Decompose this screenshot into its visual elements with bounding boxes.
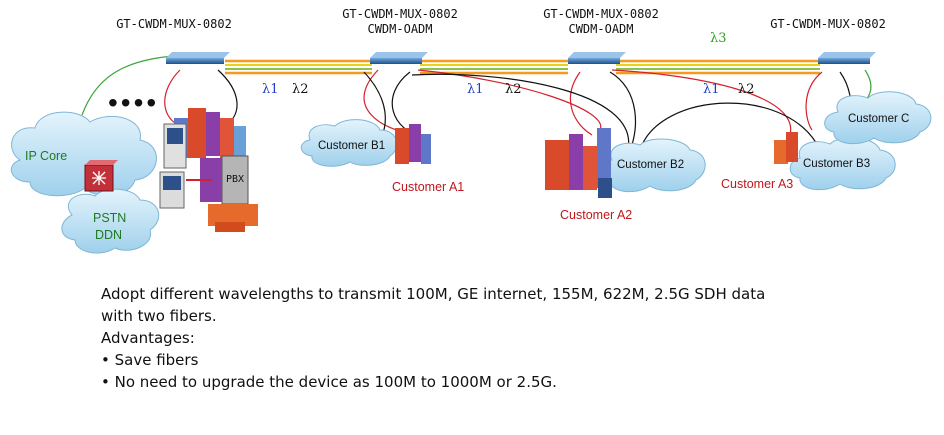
caption-line-1: Adopt different wavelengths to transmit … (101, 285, 766, 303)
oadm-1-label-line-2: CWDM-OADM (367, 22, 433, 36)
mux-right-label: GT-CWDM-MUX-0802 (764, 17, 892, 32)
cloud-label-ip-core: IP Core (25, 149, 68, 163)
wavelength-seg1-l1: λ1 (262, 82, 279, 97)
cloud-label-customer-b2: Customer B2 (617, 159, 685, 171)
cloud-label-customer-c: Customer C (848, 113, 910, 125)
wavelength-seg3-l2: λ2 (738, 82, 755, 97)
wavelength-seg2-l1: λ1 (467, 82, 484, 97)
customer-a1-equipment-icon (395, 124, 431, 164)
oadm-1-device (370, 52, 428, 64)
customer-a2-label: Customer A2 (560, 208, 633, 222)
customer-a3-equipment-icon (774, 132, 798, 164)
mux-left-device (166, 52, 230, 64)
link-a3-red (611, 69, 792, 136)
cloud-label-customer-b3: Customer B3 (803, 158, 871, 170)
mux-right-label-line: GT-CWDM-MUX-0802 (770, 17, 886, 31)
oadm-1-label: GT-CWDM-MUX-0802 CWDM-OADM (335, 7, 465, 37)
mux-left-label: GT-CWDM-MUX-0802 (110, 17, 238, 32)
cloud-label-ddn: DDN (95, 228, 123, 242)
link-right-red (805, 71, 823, 131)
wavelength-seg1-l2: λ2 (292, 82, 309, 97)
cloud-customer-c (824, 91, 932, 145)
caption-bullet-1: • Save fibers (101, 351, 199, 369)
oadm-2-label: GT-CWDM-MUX-0802 CWDM-OADM (536, 7, 666, 37)
oadm-1-label-line-1: GT-CWDM-MUX-0802 (342, 7, 458, 21)
mux-right-device (818, 52, 876, 64)
trunk-fiber-2 (420, 59, 568, 75)
customer-a2-equipment-icon (545, 128, 612, 198)
more-sites-ellipsis: •••• (108, 87, 160, 118)
cloud-pstn (61, 188, 160, 254)
cloud-ip-core (10, 111, 157, 197)
link-ipcore-green (81, 55, 176, 116)
cloud-label-customer-b1: Customer B1 (318, 140, 386, 152)
customer-a3-label: Customer A3 (721, 177, 794, 191)
wavelength-seg2-l2: λ2 (505, 82, 522, 97)
mux-left-label-line: GT-CWDM-MUX-0802 (116, 17, 232, 31)
cloud-customer-b1 (300, 119, 398, 167)
pbx-label: PBX (226, 174, 245, 185)
left-site-equipment-icon (159, 108, 258, 232)
wavelength-trunk-l3: λ3 (710, 31, 727, 46)
caption: Adopt different wavelengths to transmit … (101, 283, 881, 393)
oadm-2-device (568, 52, 626, 64)
trunk-fiber-3 (616, 59, 820, 75)
caption-line-2: with two fibers. (101, 307, 217, 325)
caption-bullet-2: • No need to upgrade the device as 100M … (101, 373, 557, 391)
link-b2-black (411, 73, 630, 151)
link-b3-black (639, 102, 821, 151)
oadm-2-label-line-2: CWDM-OADM (568, 22, 634, 36)
link-c-green (864, 69, 872, 101)
router-icon (84, 160, 118, 192)
oadm-2-label-line-1: GT-CWDM-MUX-0802 (543, 7, 659, 21)
trunk-fiber-1 (225, 59, 372, 75)
cloud-label-pstn: PSTN (93, 211, 127, 225)
wavelength-seg3-l1: λ1 (703, 82, 720, 97)
customer-a1-label: Customer A1 (392, 180, 465, 194)
cloud-customer-b3 (789, 137, 896, 191)
link-a2-red (569, 71, 593, 136)
caption-line-3: Advantages: (101, 329, 195, 347)
link-left-red (164, 69, 181, 126)
